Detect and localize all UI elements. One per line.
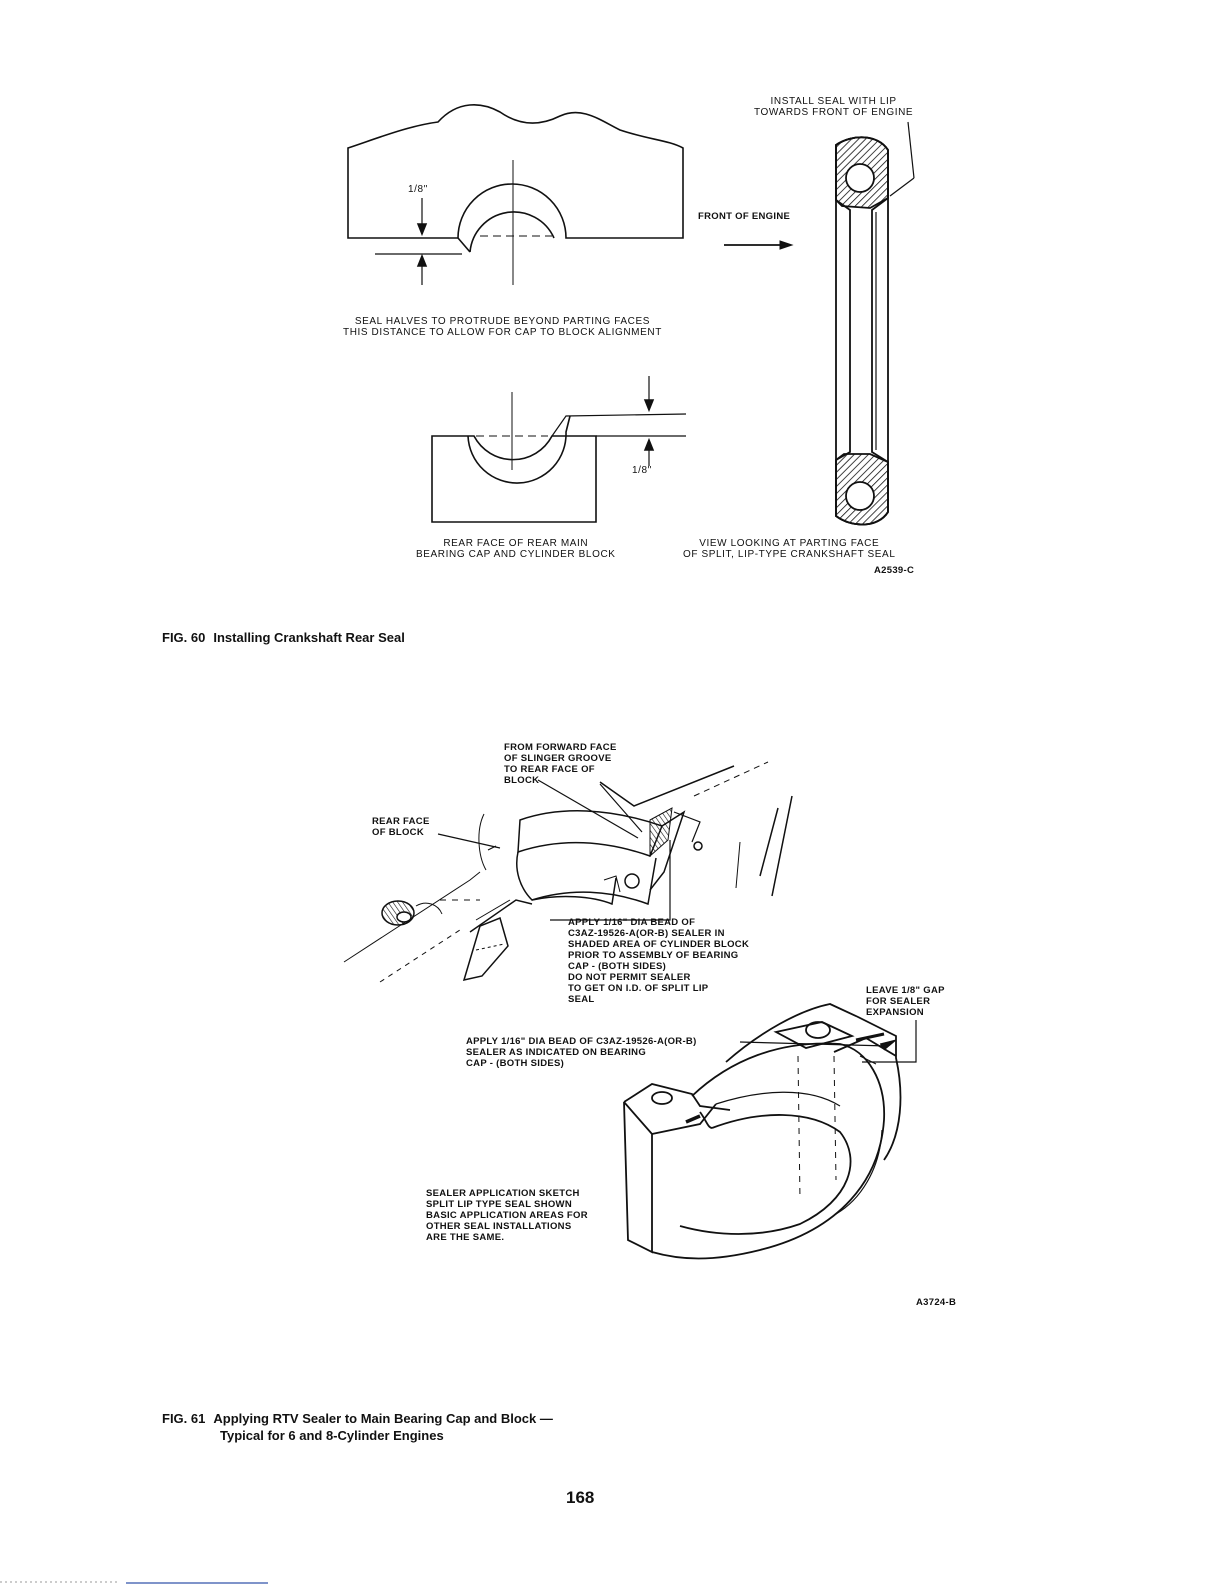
front-of-engine-label: FRONT OF ENGINE	[698, 211, 791, 222]
split-lip-seal-illustration	[835, 121, 915, 526]
front-of-engine-arrow	[724, 240, 794, 250]
from-forward-face-label: FROM FORWARD FACE OF SLINGER GROOVE TO R…	[504, 742, 617, 786]
fig61-caption-line2: Typical for 6 and 8-Cylinder Engines	[220, 1428, 444, 1443]
cylinder-block-perspective-illustration	[343, 761, 793, 983]
install-seal-label: INSTALL SEAL WITH LIP TOWARDS FRONT OF E…	[754, 96, 914, 118]
dim-bottom-label: 1/8"	[632, 465, 652, 476]
fig61-caption-line1: Applying RTV Sealer to Main Bearing Cap …	[213, 1411, 553, 1426]
bearing-cap-illustration	[431, 376, 687, 523]
sketch-note-label: SEALER APPLICATION SKETCH SPLIT LIP TYPE…	[426, 1188, 588, 1243]
dim-top-label: 1/8"	[408, 184, 428, 195]
apply-cap-label: APPLY 1/16" DIA BEAD OF C3AZ-19526-A(OR-…	[466, 1036, 697, 1069]
cylinder-block-illustration	[347, 104, 684, 285]
leave-gap-label: LEAVE 1/8" GAP FOR SEALER EXPANSION	[866, 985, 945, 1018]
fig61-code-label: A3724-B	[916, 1297, 957, 1308]
view-looking-label: VIEW LOOKING AT PARTING FACE OF SPLIT, L…	[683, 538, 896, 560]
fig60-caption-number: FIG. 60	[162, 630, 206, 645]
fig60-caption: FIG. 60 Installing Crankshaft Rear Seal	[162, 630, 405, 645]
rear-face-block-label: REAR FACE OF BLOCK	[372, 816, 430, 838]
rear-face-label: REAR FACE OF REAR MAIN BEARING CAP AND C…	[416, 538, 616, 560]
fig61-caption-number: FIG. 61	[162, 1411, 206, 1426]
page-number: 168	[566, 1488, 595, 1507]
fig60-caption-text: Installing Crankshaft Rear Seal	[213, 630, 405, 645]
fig60-code-label: A2539-C	[874, 565, 915, 576]
fig61-caption: FIG. 61 Applying RTV Sealer to Main Beari…	[162, 1410, 553, 1444]
bearing-cap-perspective-illustration	[623, 1003, 917, 1260]
seal-halves-label: SEAL HALVES TO PROTRUDE BEYOND PARTING F…	[343, 316, 662, 338]
apply-block-label: APPLY 1/16" DIA BEAD OF C3AZ-19526-A(OR-…	[568, 917, 750, 1005]
